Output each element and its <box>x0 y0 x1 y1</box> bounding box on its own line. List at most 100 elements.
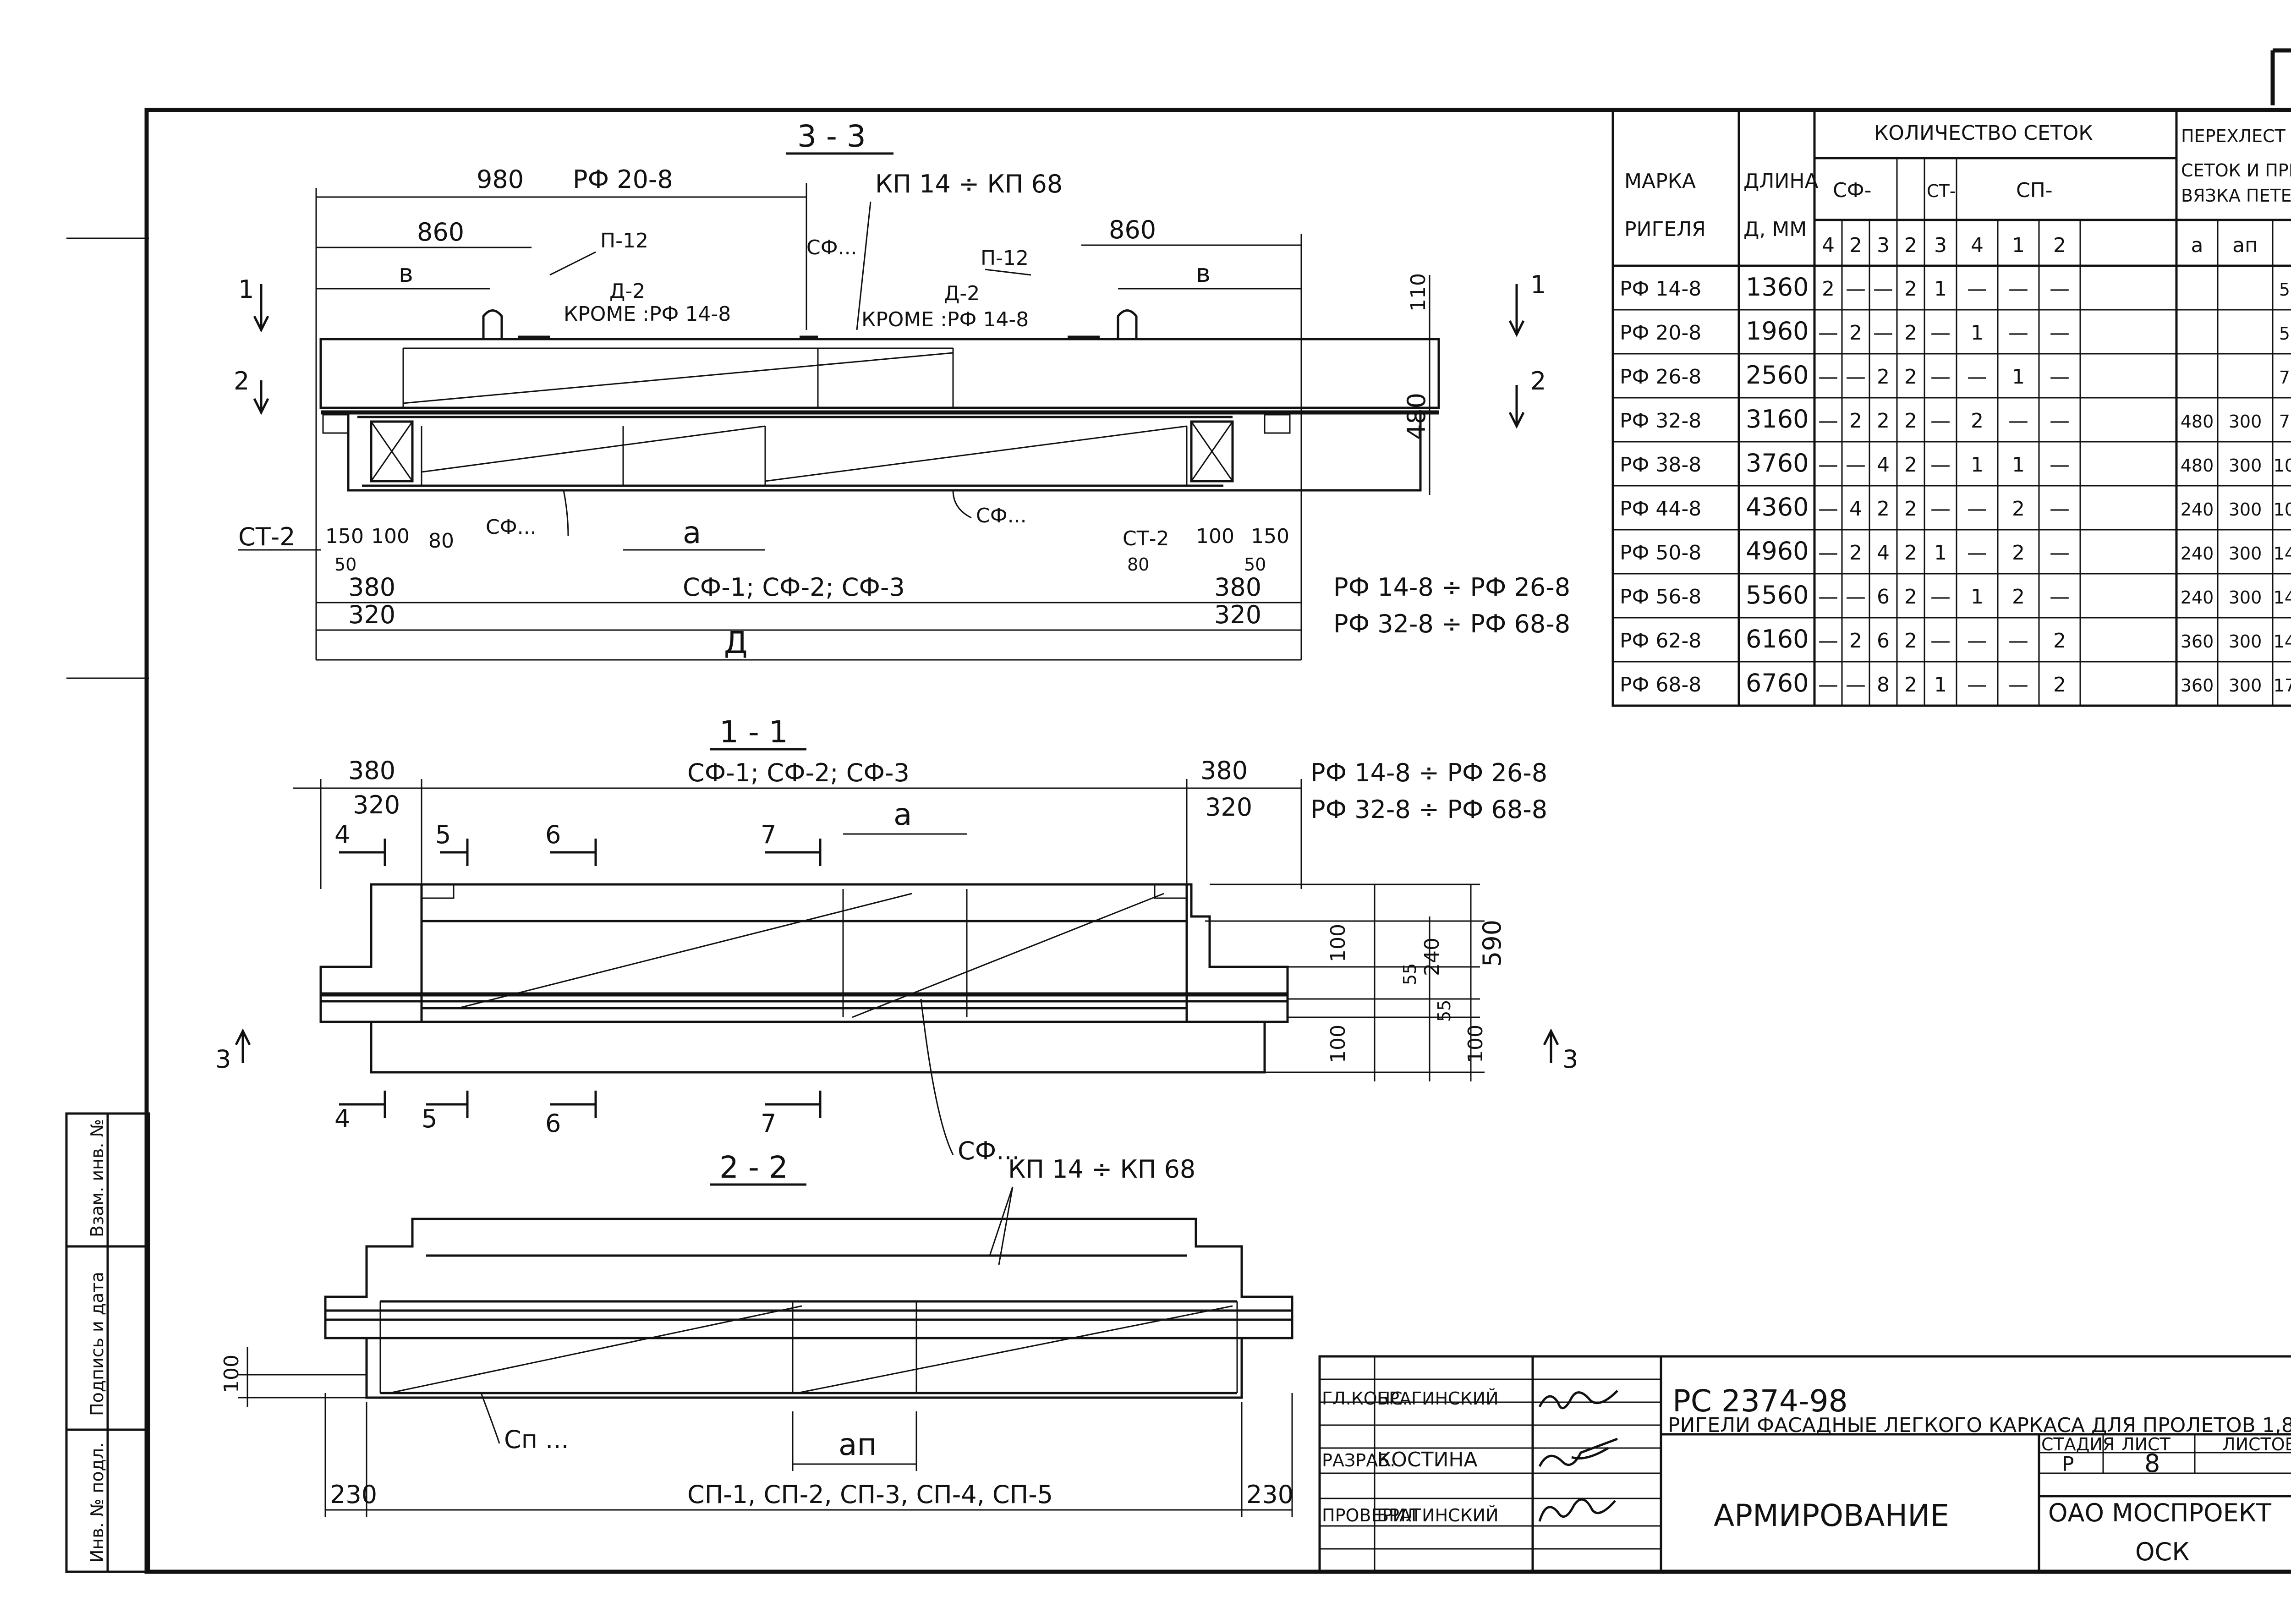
svg-text:240: 240 <box>1420 938 1444 976</box>
svg-text:Сп ...: Сп ... <box>504 1425 569 1454</box>
row-cell: 1 <box>1934 673 1947 697</box>
row-cell: — <box>1967 541 1987 565</box>
svg-text:в: в <box>1196 259 1211 288</box>
svg-text:П-12: П-12 <box>981 247 1029 270</box>
row-length: 3160 <box>1746 405 1809 433</box>
svg-text:980: 980 <box>477 165 524 194</box>
table-subheader: 2 <box>1904 234 1917 257</box>
signature-2 <box>1538 1437 1618 1467</box>
row-cell: — <box>2008 409 2028 433</box>
svg-text:100: 100 <box>1464 1025 1487 1063</box>
svg-text:230: 230 <box>330 1480 377 1509</box>
row-cell: 240 <box>2181 543 2214 564</box>
svg-text:РАЗРАБ.: РАЗРАБ. <box>1322 1450 1395 1470</box>
svg-text:ВЯЗКА ПЕТЕЛЬ: ВЯЗКА ПЕТЕЛЬ <box>2181 186 2291 206</box>
row-cell: 1400 <box>2274 587 2291 608</box>
svg-text:КРОМЕ :РФ 14-8: КРОМЕ :РФ 14-8 <box>564 302 731 326</box>
row-cell: 300 <box>2229 587 2262 608</box>
svg-text:МАРКА: МАРКА <box>1624 170 1696 193</box>
svg-text:Р: Р <box>2062 1453 2074 1476</box>
row-cell: 2 <box>1904 409 1917 433</box>
row-cell: — <box>1873 277 1893 301</box>
row-length: 5560 <box>1746 581 1809 609</box>
row-cell: — <box>1818 673 1838 697</box>
row-cell: — <box>1930 365 1951 389</box>
svg-text:РФ 32-8 ÷ РФ 68-8: РФ 32-8 ÷ РФ 68-8 <box>1333 609 1570 638</box>
svg-text:590: 590 <box>1478 920 1507 967</box>
svg-text:320: 320 <box>1205 793 1252 822</box>
svg-text:380: 380 <box>348 756 395 785</box>
svg-text:СП-1, СП-2, СП-3, СП-4, СП-5: СП-1, СП-2, СП-3, СП-4, СП-5 <box>687 1480 1053 1509</box>
row-cell: 240 <box>2181 499 2214 520</box>
svg-text:Д: Д <box>724 625 748 660</box>
row-cell: 1000 <box>2274 499 2291 520</box>
svg-text:РФ 32-8 ÷ РФ 68-8: РФ 32-8 ÷ РФ 68-8 <box>1310 795 1547 824</box>
row-cell: — <box>1818 409 1838 433</box>
row-cell: — <box>1967 365 1987 389</box>
row-mark: РФ 44-8 <box>1620 497 1701 521</box>
section-3-3-title: 3 - 3 <box>797 119 866 154</box>
svg-text:100: 100 <box>371 525 410 548</box>
svg-text:ГЛ.КОНС.: ГЛ.КОНС. <box>1322 1388 1408 1409</box>
row-cell: — <box>2050 585 2070 609</box>
row-cell: 2 <box>1822 277 1835 301</box>
row-mark: РФ 32-8 <box>1620 409 1701 433</box>
row-length: 2560 <box>1746 361 1809 390</box>
row-cell: — <box>1930 497 1951 521</box>
svg-text:РФ 14-8 ÷ РФ 26-8: РФ 14-8 ÷ РФ 26-8 <box>1310 758 1547 787</box>
section-1-1-title: 1 - 1 <box>719 714 788 750</box>
row-cell: — <box>1846 453 1866 477</box>
svg-text:55: 55 <box>1400 963 1420 985</box>
row-length: 1360 <box>1746 273 1809 302</box>
row-cell: 2 <box>1849 409 1862 433</box>
svg-text:100: 100 <box>220 1355 243 1393</box>
signature-3 <box>1538 1498 1616 1522</box>
svg-text:ПРОВЕРИЛ: ПРОВЕРИЛ <box>1322 1505 1419 1525</box>
svg-text:860: 860 <box>417 218 464 247</box>
svg-text:5: 5 <box>422 1104 437 1133</box>
svg-text:СФ...: СФ... <box>976 504 1027 527</box>
row-cell: — <box>1930 629 1951 653</box>
row-cell: 1400 <box>2274 631 2291 652</box>
row-cell: — <box>1818 497 1838 521</box>
row-cell: 2 <box>2053 673 2066 697</box>
row-cell: 1750 <box>2274 675 2291 696</box>
svg-text:3: 3 <box>215 1045 231 1074</box>
svg-text:П-12: П-12 <box>600 229 648 252</box>
svg-text:6: 6 <box>545 1109 561 1138</box>
svg-text:РФ 20-8: РФ 20-8 <box>573 165 673 194</box>
svg-text:СП-: СП- <box>2016 179 2053 202</box>
svg-text:а: а <box>683 515 701 550</box>
row-cell: 500 <box>2279 324 2291 344</box>
svg-text:6: 6 <box>545 820 561 849</box>
svg-text:БРАГИНСКИЙ: БРАГИНСКИЙ <box>1377 1505 1499 1525</box>
svg-text:80: 80 <box>1127 554 1149 575</box>
svg-text:1: 1 <box>238 275 254 304</box>
table-subheader: 2 <box>1849 234 1862 257</box>
section-1-1: 1 - 1 СФ-1; СФ-2; СФ-3 380 320 380 320 Р… <box>215 714 1578 1165</box>
row-length: 4960 <box>1746 537 1809 565</box>
row-cell: 300 <box>2229 411 2262 432</box>
svg-text:КОСТИНА: КОСТИНА <box>1377 1448 1478 1471</box>
row-cell: — <box>2050 541 2070 565</box>
row-cell: — <box>2050 409 2070 433</box>
svg-text:КП 14 ÷ КП 68: КП 14 ÷ КП 68 <box>875 170 1063 198</box>
row-cell: 1 <box>1971 585 1984 609</box>
svg-text:СФ...: СФ... <box>958 1136 1020 1165</box>
row-cell: — <box>2008 277 2028 301</box>
svg-text:4: 4 <box>334 1104 350 1133</box>
row-cell: — <box>1846 585 1866 609</box>
row-cell: 700 <box>2279 411 2291 432</box>
row-cell: — <box>1818 585 1838 609</box>
row-cell: 500 <box>2279 280 2291 300</box>
row-cell: 6 <box>1877 629 1890 653</box>
row-cell: 2 <box>1904 497 1917 521</box>
row-cell: — <box>1967 673 1987 697</box>
svg-text:ЛИСТОВ: ЛИСТОВ <box>2222 1434 2291 1454</box>
side-inv-podl: Инв. № подл. <box>87 1443 107 1563</box>
